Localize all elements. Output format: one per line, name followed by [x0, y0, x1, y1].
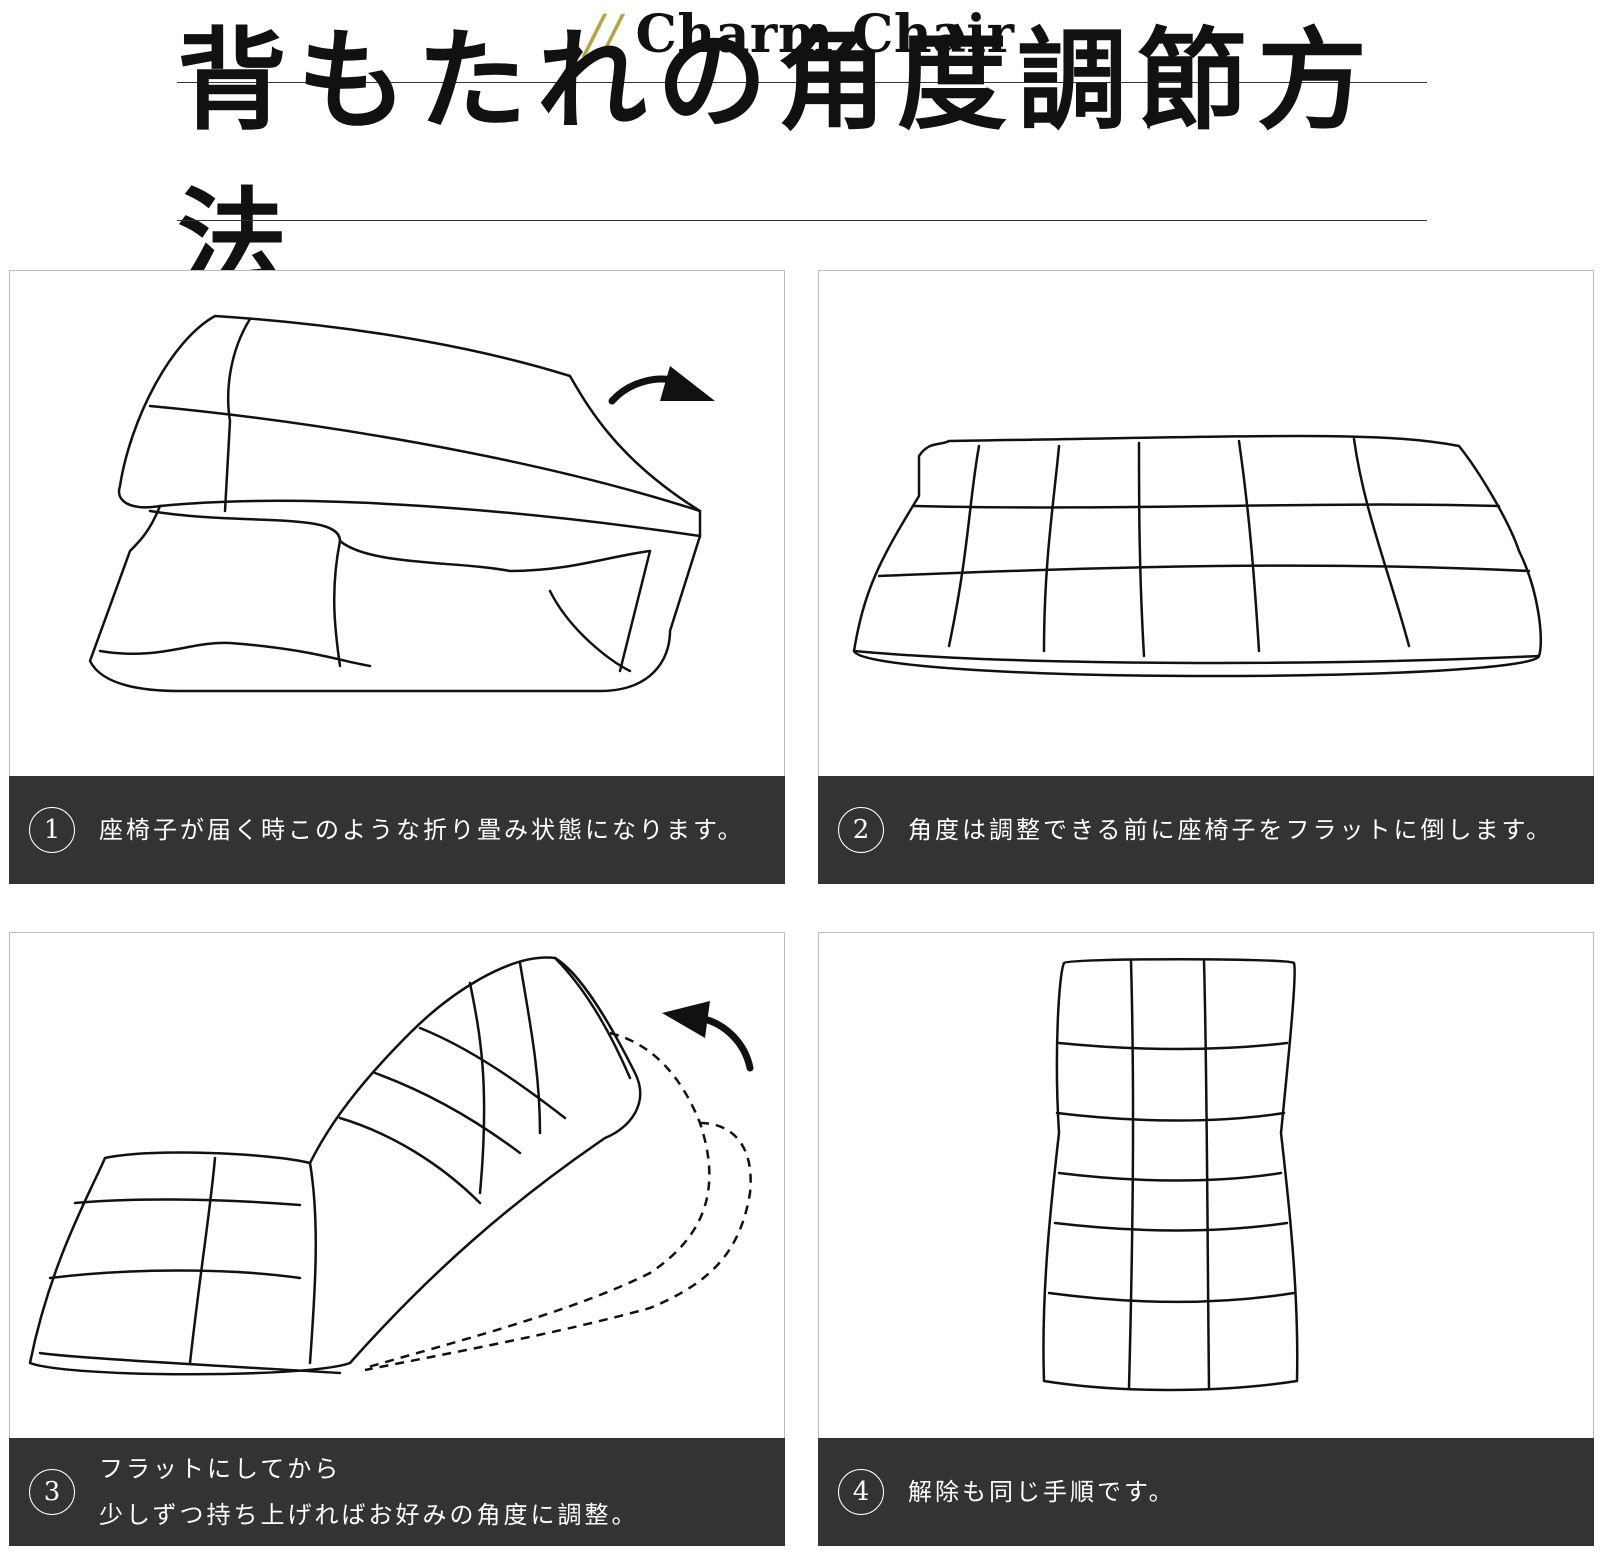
step-text-3: フラットにしてから 少しずつ持ち上げればお好みの角度に調整。	[99, 1446, 639, 1538]
step-text-line: 少しずつ持ち上げればお好みの角度に調整。	[99, 1501, 639, 1529]
step-text-line: 角度は調整できる前に座椅子をフラットに倒します。	[908, 816, 1554, 844]
folded-chair-illustration	[88, 314, 715, 693]
step-panel-1: 1 座椅子が届く時このような折り畳み状態になります。	[9, 270, 785, 884]
step-caption-1: 1 座椅子が届く時このような折り畳み状態になります。	[9, 776, 785, 884]
brand-name: Charm Chair	[635, 4, 1015, 65]
page-title: 背もたれの角度調節方法	[177, 16, 1377, 305]
upright-chair-illustration	[1042, 958, 1299, 1392]
step-panel-4: 4 解除も同じ手順です。	[818, 932, 1594, 1546]
step-caption-3: 3 フラットにしてから 少しずつ持ち上げればお好みの角度に調整。	[9, 1438, 785, 1546]
flat-chair-illustration	[852, 434, 1543, 678]
step-text-4: 解除も同じ手順です。	[908, 1469, 1176, 1515]
brand-title: //Charm Chair	[0, 4, 1600, 65]
title-rule-top	[177, 82, 1427, 83]
step-number-1: 1	[29, 807, 75, 853]
step-text-line: 解除も同じ手順です。	[908, 1478, 1176, 1506]
step-panel-3: 3 フラットにしてから 少しずつ持ち上げればお好みの角度に調整。	[9, 932, 785, 1546]
step-text-1: 座椅子が届く時このような折り畳み状態になります。	[99, 807, 745, 853]
step-number-4: 4	[838, 1469, 884, 1515]
step-text-line: 座椅子が届く時このような折り畳み状態になります。	[99, 816, 745, 844]
step-caption-4: 4 解除も同じ手順です。	[818, 1438, 1594, 1546]
step-panel-2: 2 角度は調整できる前に座椅子をフラットに倒します。	[818, 270, 1594, 884]
brand-prefix: //	[585, 5, 622, 65]
curved-arrow-left-icon	[662, 1001, 754, 1072]
title-rule-bottom	[177, 220, 1427, 221]
step-number-3: 3	[29, 1469, 75, 1515]
step-text-2: 角度は調整できる前に座椅子をフラットに倒します。	[908, 807, 1553, 853]
step-text-line: フラットにしてから	[99, 1455, 342, 1483]
curved-arrow-right-icon	[608, 366, 715, 405]
reclining-chair-illustration	[28, 956, 754, 1376]
step-caption-2: 2 角度は調整できる前に座椅子をフラットに倒します。	[818, 776, 1594, 884]
step-number-2: 2	[838, 807, 884, 853]
